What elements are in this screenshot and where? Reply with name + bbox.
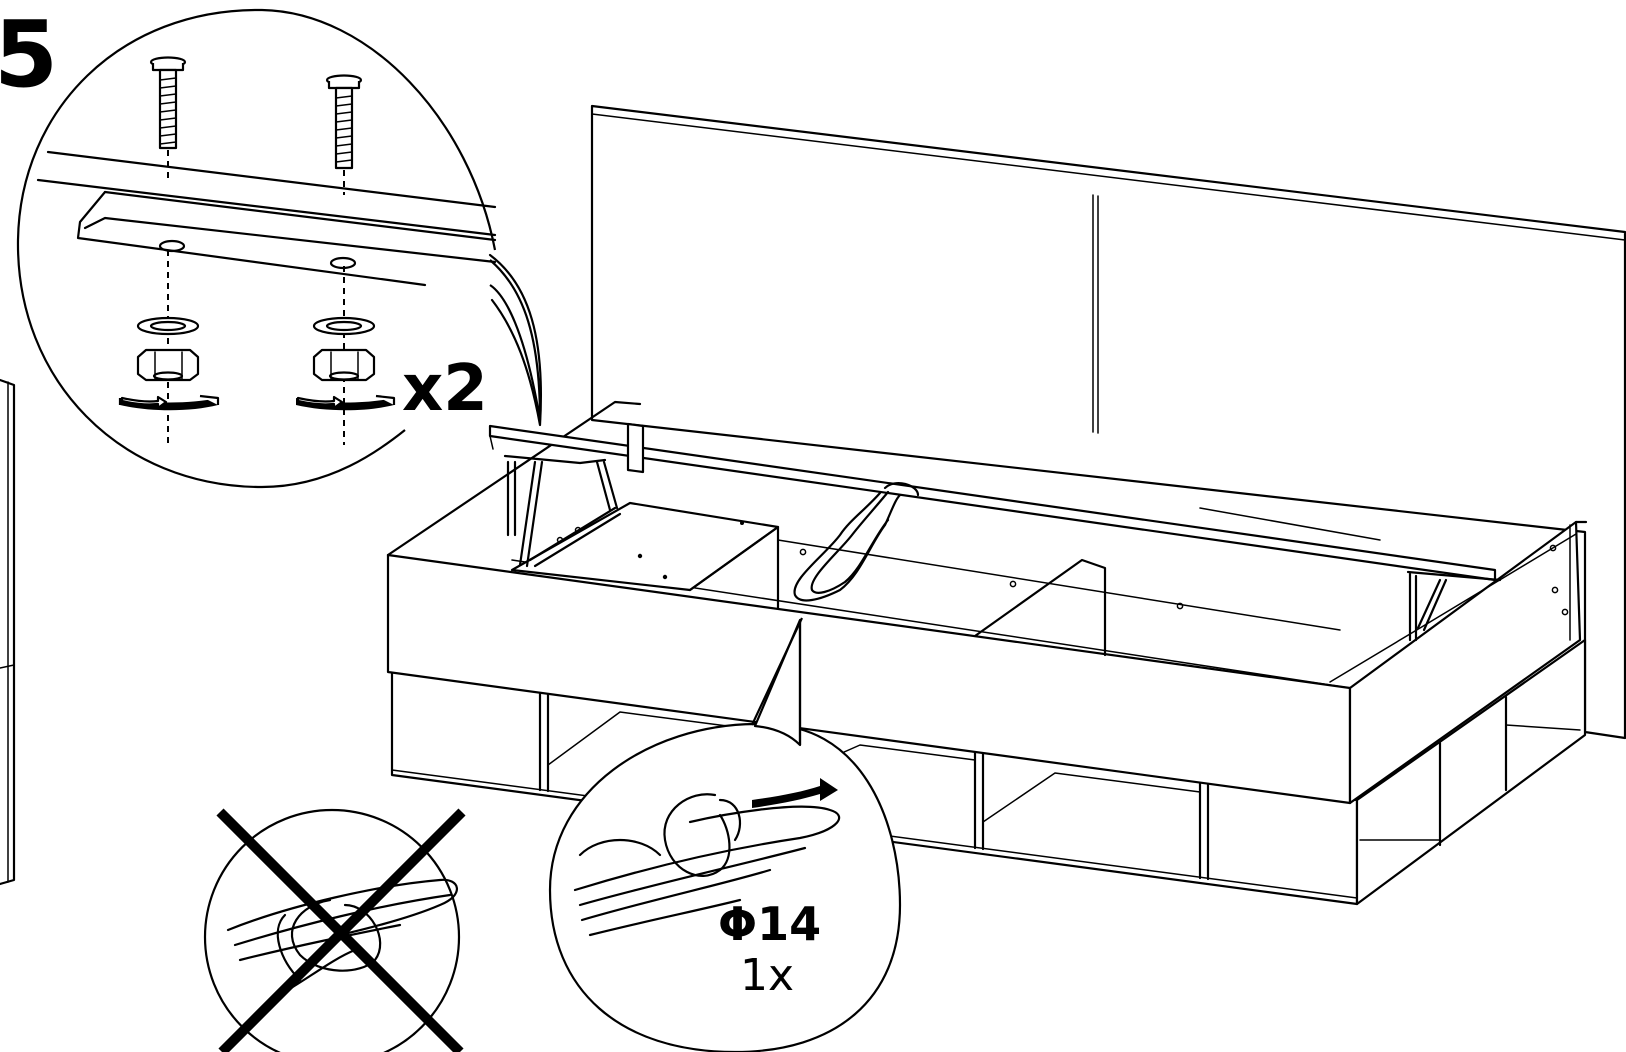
gas-lift-right bbox=[1406, 570, 1502, 642]
left-edge-panel bbox=[0, 378, 16, 886]
nut-right bbox=[312, 348, 376, 382]
storage-box bbox=[386, 400, 1588, 805]
cross-out-icon bbox=[216, 808, 466, 1052]
part-quantity: 1x bbox=[740, 950, 794, 1001]
tighten-arrow-left-icon bbox=[118, 394, 220, 411]
step-number: 5 bbox=[0, 1, 58, 108]
washer-left bbox=[136, 316, 200, 336]
quantity-label: x2 bbox=[402, 352, 488, 426]
nut-left bbox=[136, 348, 200, 382]
storage-bed bbox=[386, 104, 1626, 906]
hinge-bracket bbox=[626, 422, 645, 474]
part-code: Φ14 bbox=[718, 897, 821, 951]
correct-knot-callout: Φ14 1x bbox=[548, 617, 902, 1052]
washer-right bbox=[312, 316, 376, 336]
bolt-left bbox=[149, 56, 187, 150]
gas-lift-left bbox=[503, 454, 622, 568]
correct-knot bbox=[573, 793, 841, 937]
tighten-arrow-right-icon bbox=[296, 394, 396, 411]
bolt-right bbox=[325, 74, 363, 170]
incorrect-knot-callout bbox=[203, 808, 466, 1052]
bolt-detail-callout: x2 bbox=[16, 8, 543, 489]
rotate-arrow-icon bbox=[752, 778, 838, 808]
pull-strap bbox=[793, 482, 920, 602]
